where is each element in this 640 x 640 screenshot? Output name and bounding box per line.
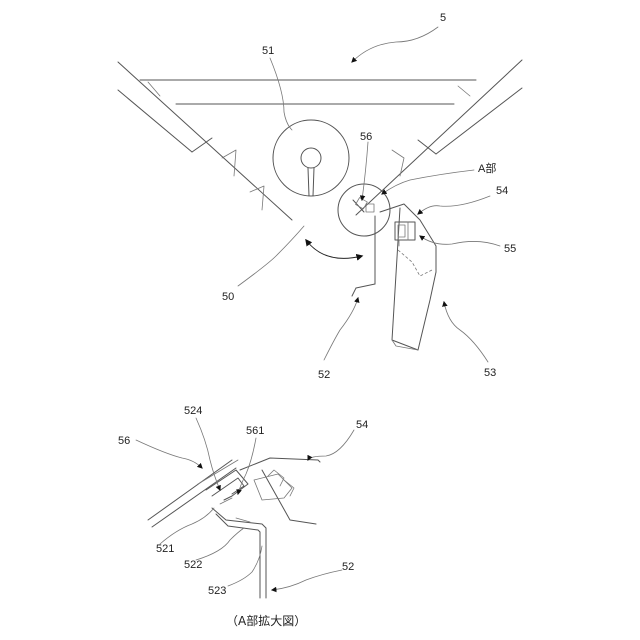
label-51: 51 [262,45,274,57]
label-53: 53 [484,367,496,379]
label-561: 561 [246,425,264,437]
inclined-plate [148,460,238,527]
leader-lines [238,27,500,362]
label-5: 5 [440,12,446,24]
label-56: 56 [360,131,372,143]
bracket-54-detail [240,458,320,524]
label-50: 50 [222,291,234,303]
hopper-frame [118,60,522,220]
label-52: 52 [318,369,330,381]
shutter-plate-52 [352,200,375,296]
label-56-detail: 56 [118,435,130,447]
label-55: 55 [504,243,516,255]
label-522: 522 [184,559,202,571]
label-a-part: A部 [478,161,496,175]
label-52-detail: 52 [342,561,354,573]
rotation-arrow [306,240,362,258]
label-54: 54 [496,185,508,197]
overall-view: 5 51 56 A部 54 55 50 52 53 [118,12,522,381]
label-521: 521 [156,543,174,555]
detail-leader-lines [136,418,354,590]
detail-caption: （A部拡大図） [226,613,306,628]
detail-view: 524 561 54 56 521 522 523 52 （A部拡大図） [118,405,368,628]
label-54-detail: 54 [356,419,368,431]
label-524: 524 [184,405,202,417]
detail-a-circle [338,184,390,236]
label-523: 523 [208,585,226,597]
roller-51 [273,120,349,196]
